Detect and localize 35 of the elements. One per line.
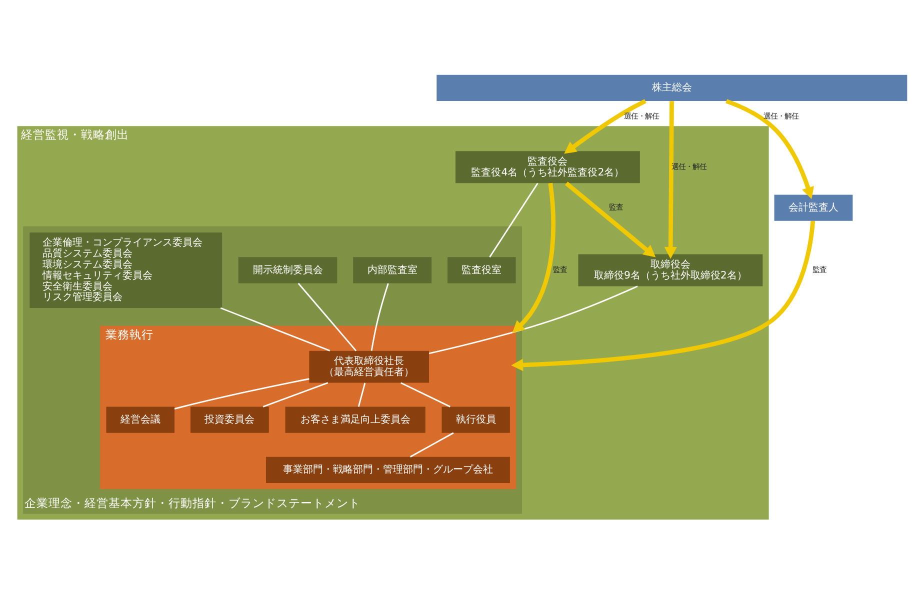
arrow xyxy=(664,100,677,258)
edge-label: 監査 xyxy=(812,264,826,274)
arrow xyxy=(564,98,646,154)
node-box: 監査役会 監査役4名（うち社外監査役2名） xyxy=(456,150,640,183)
node-box: 会計監査人 xyxy=(774,194,853,220)
connector xyxy=(358,382,366,406)
edge-label: 選任・解任 xyxy=(764,110,799,120)
node-box: 代表取締役社長 （最高経営責任者） xyxy=(309,350,429,382)
node-box: 投資委員会 xyxy=(190,406,269,432)
node-box: 取締役会 取締役9名（うち社外取締役2名） xyxy=(578,254,763,286)
connector xyxy=(220,306,330,351)
connector xyxy=(428,285,638,354)
connector xyxy=(174,378,310,410)
connector xyxy=(370,282,389,350)
connector xyxy=(262,382,328,407)
node-box: 経営会議 xyxy=(106,406,174,432)
node-box: 執行役員 xyxy=(442,406,510,432)
connector xyxy=(400,382,450,407)
node-box: 監査役室 xyxy=(448,256,516,283)
node-box: 開示統制委員会 xyxy=(238,256,338,283)
connector xyxy=(489,182,538,258)
edge-label: 選任・解任 xyxy=(624,110,660,120)
node-box: 株主総会 xyxy=(436,74,908,101)
arrow xyxy=(511,220,816,371)
arrow xyxy=(726,98,814,199)
arrow xyxy=(564,181,656,257)
node-box: 企業倫理・コンプライアンス委員会 品質システム委員会 環境システム委員会 情報セキュリティ委員会 安全衛生委員会 リスク管理委員会 xyxy=(30,232,222,308)
connector xyxy=(298,282,357,351)
arrow xyxy=(512,182,556,332)
node-box: お客さま満足向上委員会 xyxy=(285,406,426,432)
edge-label: 監査 xyxy=(553,264,568,274)
connector xyxy=(410,432,454,457)
edge-label: 監査 xyxy=(608,202,623,212)
node-box: 事業部門・戦略部門・管理部門・グループ会社 xyxy=(266,456,510,482)
node-box: 内部監査室 xyxy=(353,256,432,283)
